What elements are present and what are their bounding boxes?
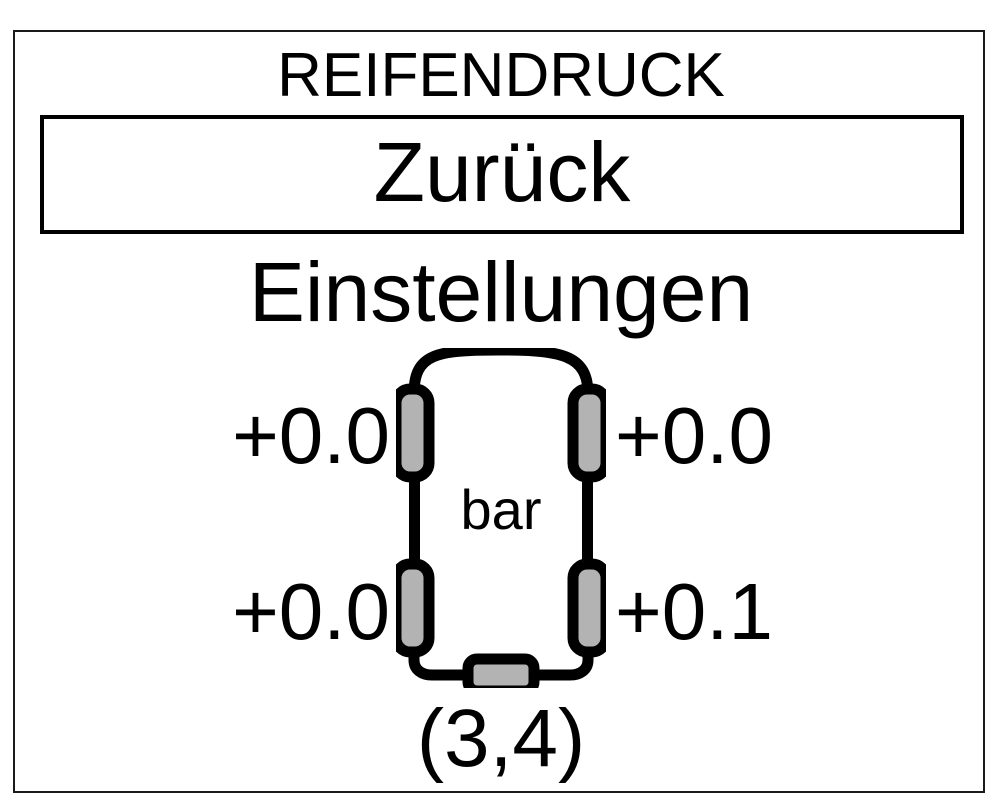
car-rear-left-bracket: [408, 630, 470, 681]
tire-front-right-icon[interactable]: [567, 383, 606, 483]
tire-value-front-right[interactable]: +0.0: [615, 391, 773, 480]
tire-value-rear-right[interactable]: +0.1: [615, 567, 773, 656]
section-heading: Einstellungen: [248, 245, 754, 339]
car-right-side-bar: [582, 473, 593, 565]
back-button-label: Zurück: [373, 124, 631, 219]
tire-value-rear-left[interactable]: +0.0: [232, 567, 390, 656]
tire-pressure-screen: REIFENDRUCK Zurück Einstellungen +0.0 +0…: [13, 30, 985, 793]
spare-tire-value[interactable]: (3,4): [416, 693, 586, 784]
car-top-view-icon: [396, 348, 606, 688]
spare-tire-icon[interactable]: [462, 653, 540, 688]
back-button[interactable]: Zurück: [40, 115, 964, 234]
vehicle-diagram-panel: +0.0 +0.0 +0.0 +0.1 bar (3,: [15, 332, 987, 795]
car-left-side-bar: [409, 473, 420, 565]
pressure-unit-label: bar: [460, 478, 542, 541]
tire-rear-right-icon[interactable]: [567, 558, 606, 658]
tire-rear-left-icon[interactable]: [396, 558, 435, 658]
car-rear-right-bracket: [532, 630, 594, 681]
tire-value-front-left[interactable]: +0.0: [232, 391, 390, 480]
tire-front-left-icon[interactable]: [396, 383, 435, 483]
car-front-arc: [408, 348, 594, 400]
page-title: REIFENDRUCK: [277, 41, 725, 110]
